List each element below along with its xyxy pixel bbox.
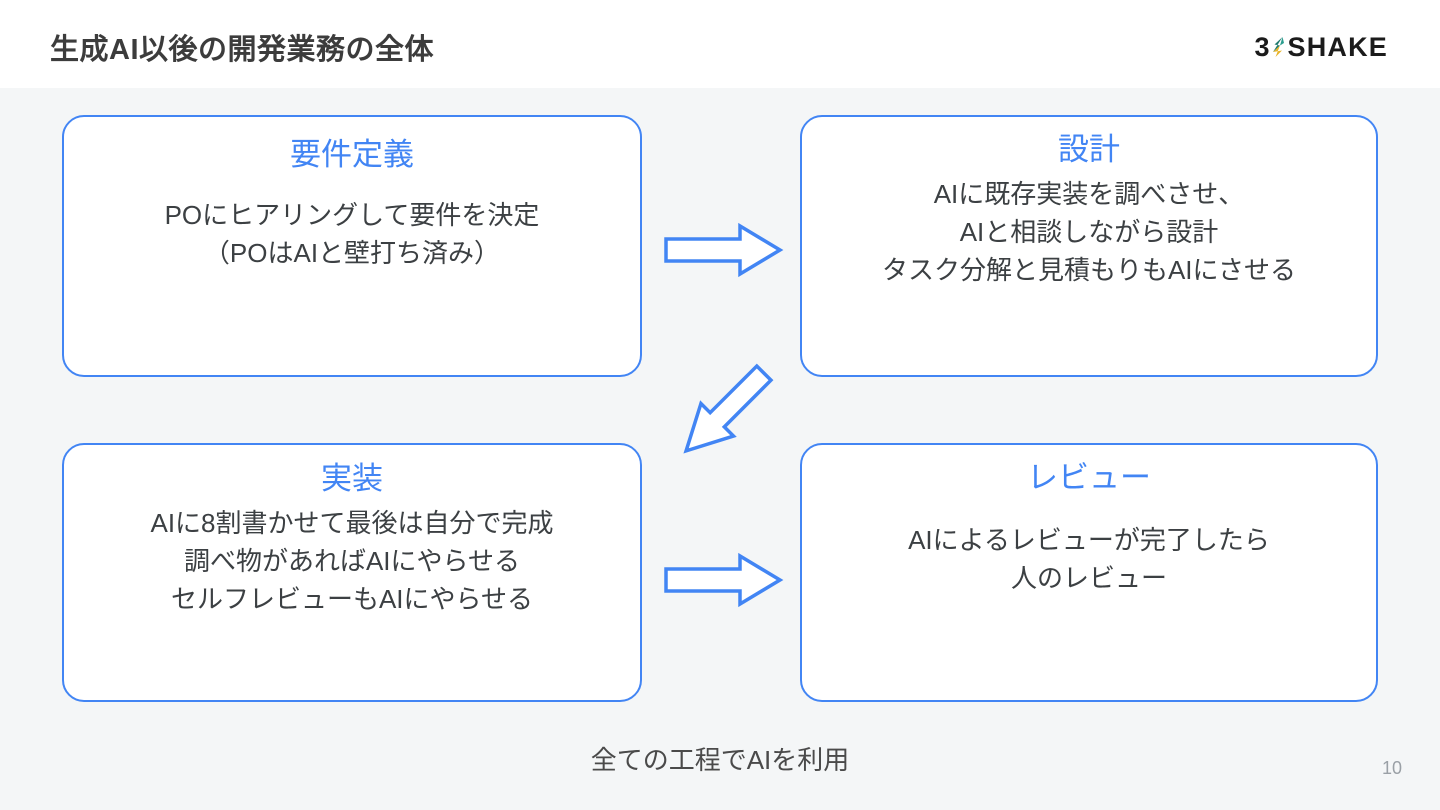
- brand-prefix: 3: [1254, 31, 1270, 62]
- phase-box-implementation[interactable]: 実装 AIに8割書かせて最後は自分で完成 調べ物があればAIにやらせる セルフレ…: [62, 443, 642, 702]
- phase-line: AIに8割書かせて最後は自分で完成: [150, 507, 554, 538]
- phase-line: AIと相談しながら設計: [959, 216, 1219, 247]
- arrow-right-icon: [664, 222, 784, 278]
- phase-line: AIに既存実装を調べさせ、: [933, 178, 1245, 209]
- page-number: 10: [1381, 758, 1402, 778]
- header-band: [0, 0, 1440, 88]
- arrow-down-left-icon: [664, 363, 786, 458]
- phase-line: AIによるレビューが完了したら: [908, 524, 1270, 555]
- page-title: 生成AI以後の開発業務の全体: [50, 34, 435, 66]
- phase-box-design[interactable]: 設計 AIに既存実装を調べさせ、 AIと相談しながら設計 タスク分解と見積もりも…: [800, 115, 1378, 377]
- phase-box-review[interactable]: レビュー AIによるレビューが完了したら 人のレビュー: [800, 443, 1378, 702]
- phase-heading-requirements: 要件定義: [290, 137, 414, 172]
- phase-line: タスク分解と見積もりもAIにさせる: [881, 254, 1297, 285]
- phase-line: 人のレビュー: [1010, 562, 1167, 593]
- phase-heading-review: レビュー: [1027, 460, 1151, 495]
- phase-content-implementation: 実装 AIに8割書かせて最後は自分で完成 調べ物があればAIにやらせる セルフレ…: [64, 445, 640, 619]
- phase-box-requirements[interactable]: 要件定義 POにヒアリングして要件を決定 （POはAIと壁打ち済み）: [62, 115, 642, 377]
- shake-mark-icon: [1271, 34, 1286, 60]
- phase-line: POにヒアリングして要件を決定: [164, 199, 540, 230]
- phase-content-review: レビュー AIによるレビューが完了したら 人のレビュー: [802, 445, 1376, 598]
- brand-name: SHAKE: [1287, 31, 1388, 62]
- phase-content-design: 設計 AIに既存実装を調べさせ、 AIと相談しながら設計 タスク分解と見積もりも…: [802, 117, 1376, 290]
- brand-logo: 3 SHAKE: [1254, 30, 1388, 64]
- footer-caption: 全ての工程でAIを利用: [590, 745, 850, 775]
- phase-line: セルフレビューもAIにやらせる: [170, 583, 534, 614]
- arrow-right-icon: [664, 552, 784, 608]
- phase-line: （POはAIと壁打ち済み）: [203, 237, 501, 268]
- phase-line: 調べ物があればAIにやらせる: [183, 545, 521, 576]
- phase-heading-design: 設計: [1058, 132, 1120, 167]
- phase-content-requirements: 要件定義 POにヒアリングして要件を決定 （POはAIと壁打ち済み）: [64, 117, 640, 273]
- phase-heading-implementation: 実装: [321, 461, 383, 496]
